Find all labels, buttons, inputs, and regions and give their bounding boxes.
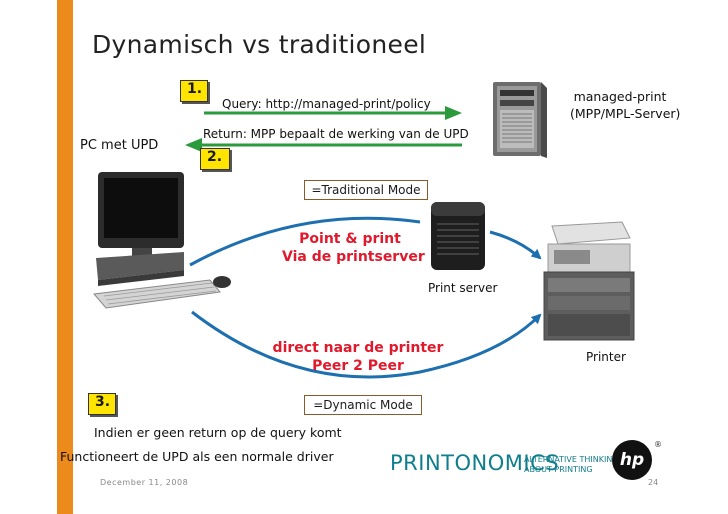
return-label: Return: MPP bepaalt de werking van de UP… (203, 127, 469, 141)
page-number: 24 (648, 478, 659, 487)
printonomics-logo: PRINTONOMICS (390, 451, 560, 475)
direct-curve (191, 310, 542, 379)
query-label: Query: http://managed-print/policy (222, 97, 431, 111)
step-1-note: 1. (180, 80, 208, 102)
traditional-mode-box: =Traditional Mode (304, 180, 428, 200)
dynamic-mode-box: =Dynamic Mode (304, 395, 422, 415)
step-1-label: 1. (187, 81, 203, 97)
note-line-2: Functioneert de UPD als een normale driv… (60, 449, 334, 464)
hp-logo-mark: hp (619, 450, 645, 470)
printer-label: Printer (586, 350, 626, 364)
page-title: Dynamisch vs traditioneel (92, 30, 427, 59)
pc-icon (92, 170, 242, 324)
server-icon (487, 80, 549, 164)
print-server-icon (427, 198, 491, 278)
direct-line2: Peer 2 Peer (312, 358, 404, 374)
server-label: managed-print (MPP/MPL-Server) (570, 88, 681, 122)
server-label-line1: managed-print (573, 89, 667, 104)
print-server-label: Print server (428, 281, 498, 295)
point-print-line1: Point & print (299, 231, 401, 247)
accent-bar (57, 0, 73, 514)
printer-icon (538, 218, 638, 348)
traditional-curve-to-printer (489, 230, 542, 260)
footer-date: December 11, 2008 (100, 478, 189, 487)
server-label-line2: (MPP/MPL-Server) (570, 106, 681, 121)
tagline-line1: ALTERNATIVE THINKING (524, 455, 619, 464)
step-2-note: 2. (200, 148, 230, 170)
direct-line1: direct naar de printer (272, 340, 444, 356)
step-3-label: 3. (95, 394, 111, 410)
direct-label: direct naar de printer Peer 2 Peer (268, 339, 448, 375)
point-print-line2: Via de printserver (282, 249, 425, 265)
step-3-note: 3. (88, 393, 116, 415)
tagline-line2: ABOUT PRINTING (524, 465, 593, 474)
return-arrowhead (185, 138, 202, 152)
note-line-1: Indien er geen return op de query komt (94, 425, 342, 440)
point-print-label: Point & print Via de printserver (282, 230, 425, 266)
hp-registered-mark: ® (654, 440, 662, 449)
printonomics-tagline: ALTERNATIVE THINKING ABOUT PRINTING (524, 455, 619, 475)
step-2-label: 2. (207, 149, 223, 165)
traditional-curve-to-server (189, 216, 421, 267)
query-arrowhead (445, 106, 462, 120)
hp-logo: hp (612, 440, 652, 480)
pc-label: PC met UPD (80, 138, 159, 153)
